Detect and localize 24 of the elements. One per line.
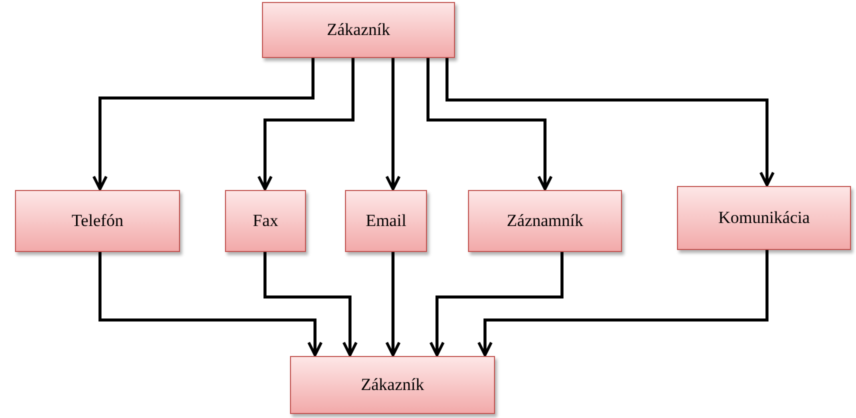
arrow — [477, 250, 768, 356]
arrow — [92, 58, 314, 190]
process-box — [290, 356, 495, 414]
box-label: Fax — [252, 211, 278, 231]
arrow — [98, 252, 323, 356]
box-label: Záznamník — [506, 211, 584, 231]
process-box — [345, 190, 427, 252]
box-label: Zákazník — [326, 20, 390, 40]
process-box — [262, 2, 455, 58]
process-box — [468, 190, 622, 252]
arrow — [385, 252, 401, 356]
arrow — [426, 58, 553, 190]
box-label: Email — [366, 211, 406, 231]
box-label: Komunikácia — [718, 208, 810, 228]
arrow — [446, 58, 775, 186]
arrow — [264, 252, 358, 356]
arrow — [429, 252, 564, 356]
process-box — [225, 190, 306, 252]
arrow — [385, 58, 401, 190]
arrow — [257, 58, 354, 190]
box-label: Zákazník — [360, 375, 424, 395]
process-box — [677, 186, 851, 250]
box-label: Telefón — [72, 211, 124, 231]
process-box — [15, 190, 180, 252]
